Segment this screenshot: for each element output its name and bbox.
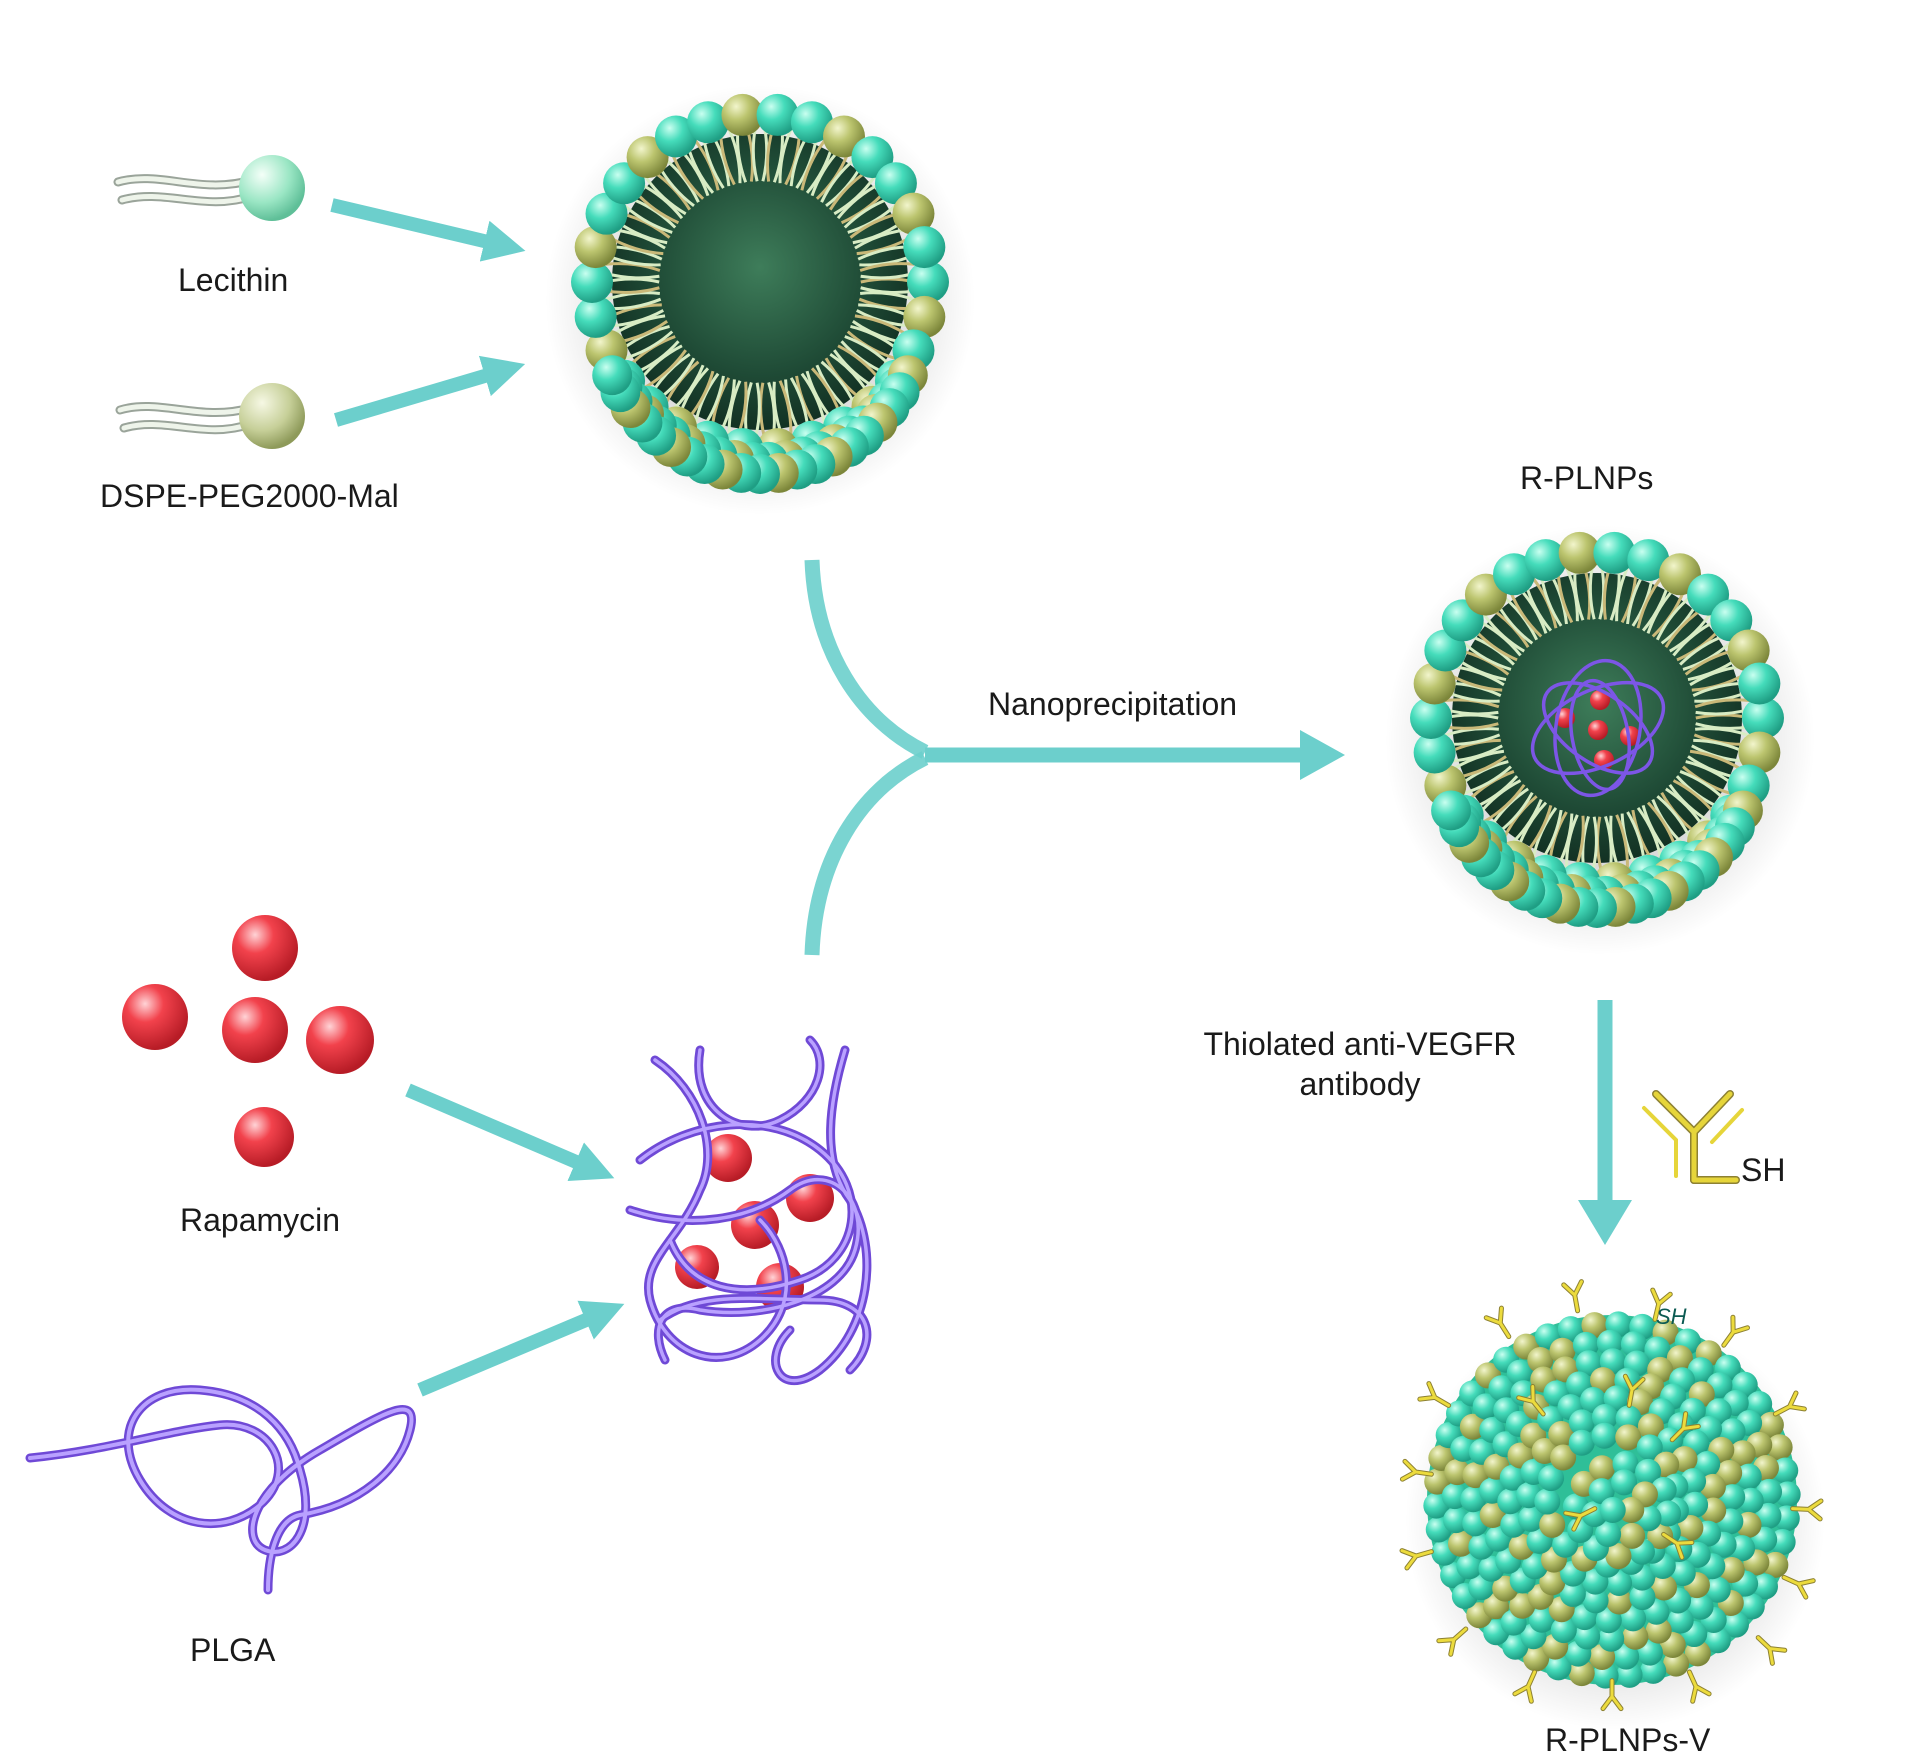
arrow-dspe-to-lipid — [334, 355, 526, 427]
arrow-lecithin-to-lipid — [330, 198, 526, 262]
arrow-rapamycin-to-core — [405, 1083, 615, 1182]
r-plnps-core-polymer — [1530, 658, 1666, 798]
plga-polymer-strand — [25, 1385, 416, 1595]
thiolated-line-1: Thiolated anti-VEGFR — [1203, 1026, 1517, 1062]
plga-rapamycin-core — [625, 1035, 872, 1386]
r-plnps-particle — [1385, 525, 1815, 955]
thiolated-antibody-label: Thiolated anti-VEGFR antibody — [1190, 1024, 1530, 1104]
r-plnps-v-label: R-PLNPs-V — [1545, 1722, 1711, 1758]
nanoprecipitation-label: Nanoprecipitation — [988, 686, 1238, 722]
plga-label: PLGA — [190, 1632, 276, 1668]
r-plnps-v-particle — [1399, 1279, 1825, 1730]
dspe-peg-mal-molecule-icon — [115, 383, 305, 449]
lecithin-molecule-icon — [113, 155, 305, 221]
sh-surface-label: SH — [1656, 1304, 1687, 1329]
dspe-peg2000-mal-label: DSPE-PEG2000-Mal — [100, 478, 399, 514]
antibody-icon — [1642, 1090, 1744, 1184]
nanoprecipitation-merge-arrow — [804, 559, 1300, 956]
r-plnps-label: R-PLNPs — [1520, 460, 1654, 496]
arrow-plga-to-core — [417, 1300, 625, 1397]
thiolated-line-2: antibody — [1299, 1066, 1421, 1102]
lipid-shell-particle — [545, 85, 975, 515]
rapamycin-spheres — [122, 915, 374, 1167]
nanoprecipitation-arrow-head — [1300, 730, 1345, 780]
lecithin-label: Lecithin — [178, 262, 289, 298]
sh-label: SH — [1741, 1152, 1786, 1188]
rapamycin-label: Rapamycin — [180, 1202, 341, 1238]
down-arrow-head — [1578, 1200, 1632, 1245]
